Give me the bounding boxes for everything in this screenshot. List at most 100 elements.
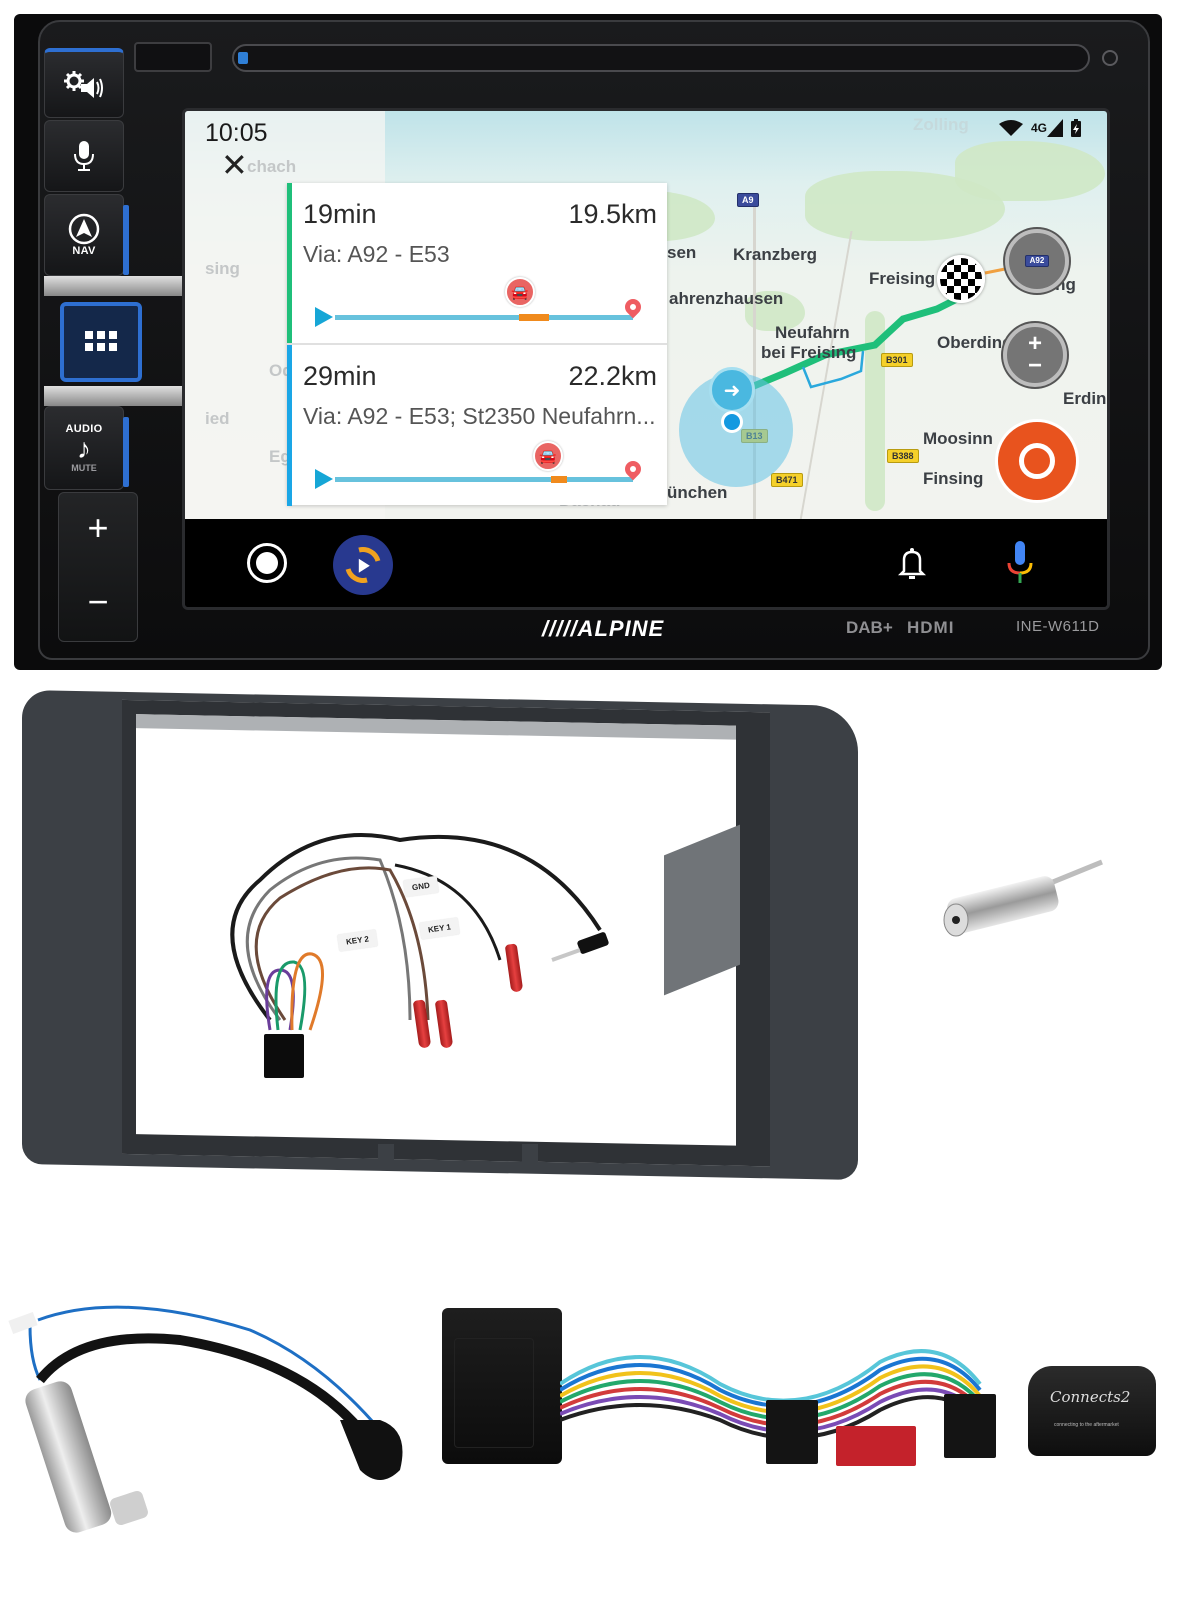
home-circle-icon[interactable] (247, 543, 287, 583)
map-label: chach (247, 157, 297, 176)
map-label: Finsing (923, 469, 984, 488)
brand-logo: /////ALPINE (542, 616, 665, 641)
molex-connector (264, 1034, 304, 1078)
frame-inner-edge (136, 714, 736, 740)
map-terrain (865, 311, 885, 511)
music-note-icon: ♪ (77, 433, 91, 464)
map-label: ied (205, 409, 230, 428)
road-shield: A92 (1024, 255, 1050, 267)
iso-connector (944, 1394, 996, 1458)
start-arrow-icon (315, 469, 333, 489)
road-shield: B471 (771, 473, 803, 487)
bell-icon[interactable] (897, 547, 927, 581)
map-label: Zolling (913, 115, 969, 134)
route-stripe (287, 345, 292, 506)
recenter-icon[interactable]: ➜ (709, 367, 755, 413)
nav-label: NAV (72, 245, 96, 257)
route-stripe (287, 183, 292, 344)
map-label: sen (667, 243, 697, 262)
audio-label: AUDIO (65, 423, 103, 435)
frame-mount-tab (522, 1144, 538, 1166)
eject-button[interactable] (1102, 50, 1118, 66)
media-app-icon[interactable] (333, 535, 393, 595)
app-ring (338, 540, 388, 590)
status-bar: 4G (998, 119, 1081, 137)
network-type: 4G (1030, 121, 1047, 135)
steering-wheel-lead (230, 833, 602, 1031)
map-terrain (955, 141, 1105, 201)
microphone-icon (74, 141, 94, 171)
mute-label: MUTE (71, 463, 97, 473)
chrome-trim (44, 276, 184, 296)
map-label: sing (205, 259, 240, 278)
map-label: Kranzberg (733, 245, 818, 264)
route-progress-track (335, 315, 633, 320)
map-view[interactable]: Zolling Kranzberg sen ahrenzhausen Freis… (185, 111, 1107, 519)
route-options-panel: 19min 19.5km Via: A92 - E53 🚘 29min 22.2… (287, 183, 667, 506)
close-button[interactable]: ✕ (221, 147, 248, 183)
map-label: ünchen (667, 483, 728, 502)
map-label: ahrenzhausen (669, 289, 784, 308)
play-icon (358, 558, 370, 573)
home-button[interactable] (60, 302, 142, 382)
volume-down-button[interactable]: − (87, 581, 109, 622)
map-label: Neufahrn (775, 323, 850, 342)
map-label: Moosinn (923, 429, 993, 448)
destination-flag-icon (937, 255, 985, 303)
map-label: bei Freising (761, 343, 857, 362)
zoom-in-button[interactable]: + (1027, 330, 1042, 358)
zoom-out-button[interactable]: − (1027, 352, 1042, 379)
route-progress-track (335, 477, 633, 482)
connects2-logo: Connects2 (1050, 1388, 1131, 1406)
clock: 10:05 (205, 119, 268, 147)
vehicle-connector (836, 1426, 916, 1466)
start-arrow-icon (315, 307, 333, 327)
touchscreen[interactable]: Zolling Kranzberg sen ahrenzhausen Freis… (182, 108, 1110, 610)
wifi-icon (998, 120, 1023, 136)
divider (287, 343, 667, 345)
voice-button[interactable] (44, 120, 124, 192)
antenna-adapter-iso (943, 859, 1103, 937)
chrome-trim (44, 386, 184, 406)
route-via: Via: A92 - E53; St2350 Neufahrn... (303, 403, 656, 429)
current-location-dot (721, 411, 743, 433)
route-option-2[interactable]: 29min 22.2km Via: A92 - E53; St2350 Neuf… (287, 345, 667, 506)
android-auto-nav-bar (185, 519, 1107, 607)
grid-icon (85, 331, 117, 351)
disc-slot (232, 44, 1090, 72)
gear-speaker-icon (64, 70, 103, 98)
traffic-jam-segment (551, 476, 567, 483)
connects2-module: Connects2 connecting to the aftermarket (1028, 1366, 1156, 1456)
route-duration: 19min (303, 199, 377, 229)
connects2-tagline: connecting to the aftermarket (1054, 1422, 1119, 1428)
road-shield: A9 (737, 193, 759, 207)
zoom-control: + − (1003, 323, 1067, 387)
battery-charging-icon (1071, 119, 1081, 137)
traffic-jam-icon: 🚘 (533, 441, 563, 471)
antenna-adapter-fakra (8, 1305, 403, 1533)
google-mic-icon[interactable] (1007, 541, 1033, 587)
module-label-area (454, 1338, 534, 1448)
navigation-arrow-icon (68, 213, 100, 245)
volume-rocker: + − (58, 492, 138, 642)
ir-window (134, 42, 212, 72)
settings-audio-button[interactable] (44, 48, 124, 118)
frame-mount-tab (378, 1144, 394, 1166)
map-label: Eg (269, 447, 291, 466)
audio-button[interactable]: AUDIO ♪ MUTE (44, 406, 129, 490)
report-button[interactable] (995, 419, 1079, 503)
road-shield: B388 (887, 449, 919, 463)
map-road (753, 201, 756, 519)
volume-up-button[interactable]: + (87, 507, 109, 548)
disc-led (238, 52, 248, 64)
map-label: Od (269, 361, 293, 380)
map-label: Freising (869, 269, 936, 288)
report-pin-icon (1019, 443, 1055, 479)
nav-button[interactable]: NAV (44, 194, 129, 276)
traffic-jam-segment (519, 314, 549, 321)
route-option-1[interactable]: 19min 19.5km Via: A92 - E53 🚘 (287, 183, 667, 344)
traffic-jam-icon: 🚘 (505, 277, 535, 307)
dab-badge: DAB+ (846, 618, 893, 637)
compass-button[interactable]: A92 (1005, 229, 1069, 293)
